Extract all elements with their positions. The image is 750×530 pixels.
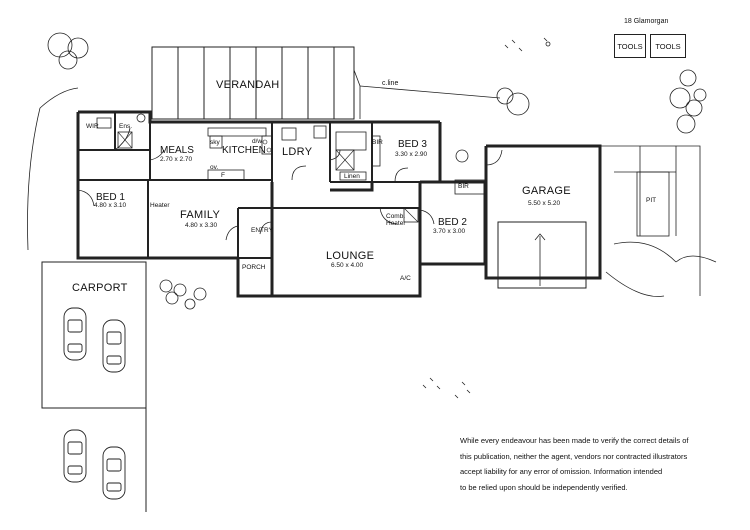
verandah-label: VERANDAH [216, 79, 280, 91]
bed3-dimensions: 3.30 x 2.90 [395, 151, 428, 158]
cline-label: c.line [382, 80, 399, 87]
fridge-label: F [221, 172, 225, 179]
carport-label: CARPORT [72, 282, 128, 294]
oven-label: ov. [210, 164, 219, 171]
tools-shed-2: TOOLS [650, 34, 686, 58]
porch-label: PORCH [242, 264, 266, 271]
dishwasher-label: d/w [252, 138, 263, 145]
laundry-label: LDRY [282, 146, 313, 158]
wir-label: WIR [86, 123, 99, 130]
bed2-label: BED 2 [438, 217, 467, 228]
bed1-label: BED 1 [96, 192, 125, 203]
combustion-heater-label: Comb. Heater [386, 213, 406, 227]
heater-label: Heater [150, 202, 170, 209]
pit [636, 171, 670, 237]
tools-shed-1: TOOLS [614, 34, 646, 58]
bed2-robe-label: BIR [458, 183, 469, 190]
verandah [151, 46, 355, 120]
garage-dimensions: 5.50 x 5.20 [528, 200, 561, 207]
disclaimer: While every endeavour has been made to v… [460, 433, 710, 495]
bed2-dimensions: 3.70 x 3.00 [433, 228, 466, 235]
ac-label: A/C [400, 275, 411, 282]
family-dimensions: 4.80 x 3.30 [185, 222, 218, 229]
bed3-label: BED 3 [398, 139, 427, 150]
disclaimer-line: While every endeavour has been made to v… [460, 436, 689, 445]
disclaimer-line: accept liability for any error of omissi… [460, 467, 663, 476]
meals-dimensions: 2.70 x 2.70 [160, 156, 193, 163]
kitchen-label: KITCHEN [222, 145, 266, 156]
meals-label: MEALS [160, 145, 194, 156]
family-label: FAMILY [180, 209, 221, 221]
lounge-label: LOUNGE [326, 250, 375, 262]
garage-label: GARAGE [522, 185, 571, 197]
bed3-robe-label: BIR [372, 139, 383, 146]
linen-label: Linen [344, 173, 360, 180]
pit-label: PIT [646, 197, 657, 204]
skylight-label: sky [210, 139, 220, 146]
address-label: 18 Glamorgan [624, 18, 669, 25]
ensuite-label: Ens. [119, 123, 133, 130]
bed1-dimensions: 4.80 x 3.10 [94, 202, 127, 209]
lounge-dimensions: 6.50 x 4.00 [331, 262, 364, 269]
disclaimer-line: this publication, neither the agent, ven… [460, 451, 688, 461]
entry-label: ENTRY [251, 227, 273, 234]
disclaimer-line: to be relied upon should be independentl… [460, 482, 628, 492]
